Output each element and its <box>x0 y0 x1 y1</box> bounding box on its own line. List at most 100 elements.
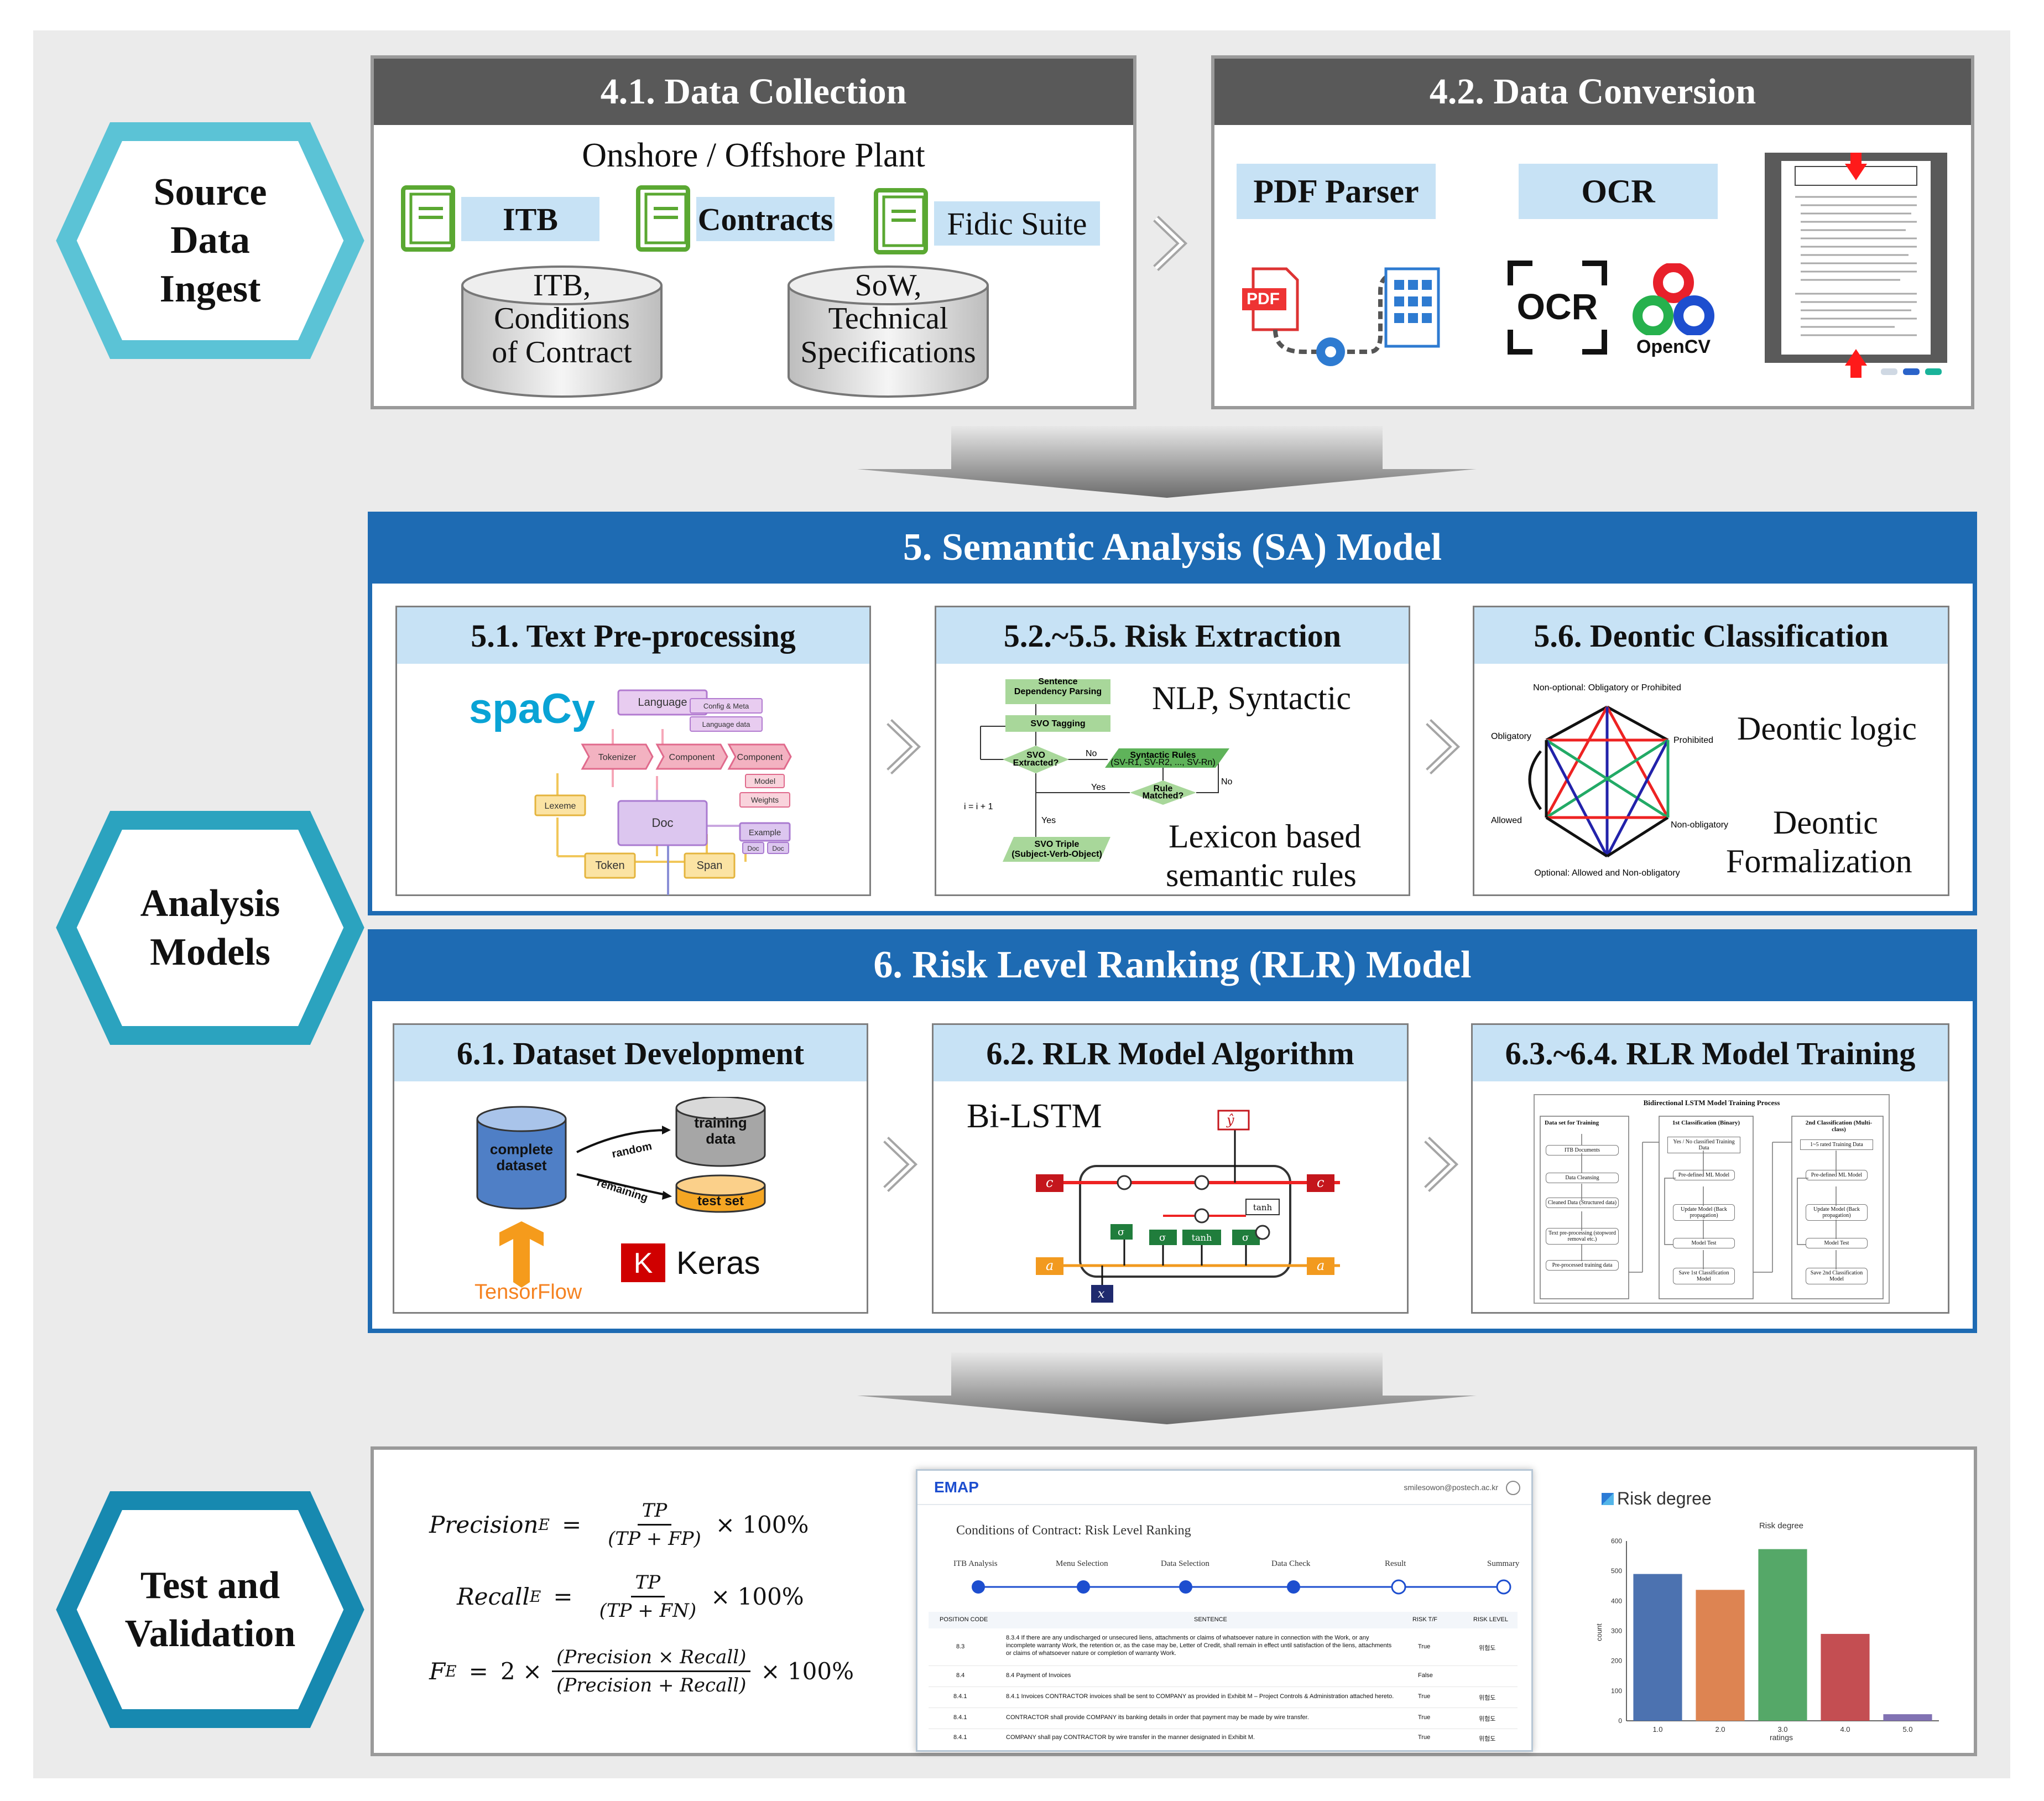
gate-sigma: σ <box>1242 1232 1249 1243</box>
input-x: x <box>1098 1287 1105 1301</box>
spacy-logo: spaCy <box>469 685 596 732</box>
row-sentence: COMPANY shall pay CONTRACTOR by wire tra… <box>1006 1734 1255 1741</box>
rlr-model-panel: 6. Risk Level Ranking (RLR) Model 6.1. D… <box>368 929 1977 1333</box>
node-span: Span <box>697 860 723 872</box>
x-tick-label: 4.0 <box>1840 1725 1850 1734</box>
column-head: 2nd Classification (Multi-class) <box>1805 1120 1873 1133</box>
formula-coefficient: 2 × <box>500 1658 543 1685</box>
table-row[interactable]: 8.4.1 CONTRACTOR shall provide COMPANY i… <box>929 1708 1518 1729</box>
emap-stepper <box>972 1579 1511 1595</box>
deontic-text-logic: Deontic logic <box>1737 710 1917 747</box>
gate-sigma: σ <box>1159 1232 1166 1243</box>
tensorflow-icon <box>499 1221 544 1288</box>
step-label[interactable]: Result <box>1385 1559 1406 1568</box>
formula-denominator: (TP + FN) <box>599 1600 697 1622</box>
y-tick-label: 300 <box>1611 1627 1622 1635</box>
risk-text-semantic: semantic rules <box>1166 857 1357 893</box>
formula-multiplier: × 100% <box>760 1658 854 1685</box>
flow-edge-label: No <box>1086 749 1097 758</box>
chart-bar <box>1633 1574 1682 1721</box>
deontic-node: Optional: Allowed and Non-obligatory <box>1534 868 1680 878</box>
database-cylinder: SoW, Technical Specifications <box>783 263 993 402</box>
risk-text-nlp: NLP, Syntactic <box>1152 680 1351 716</box>
x-tick-label: 1.0 <box>1652 1725 1662 1734</box>
formula-denominator: (TP + FP) <box>608 1528 701 1550</box>
output-y: ŷ <box>1226 1112 1234 1128</box>
emap-page-title: Conditions of Contract: Risk Level Ranki… <box>956 1523 1191 1538</box>
formula-lhs: Recall <box>457 1583 530 1610</box>
x-axis-label: ratings <box>1770 1733 1793 1742</box>
row-risk-level: 위험도 <box>1479 1736 1496 1742</box>
row-sentence: 8.4 Payment of Invoices <box>1006 1672 1071 1679</box>
activation-in: a <box>1046 1258 1054 1273</box>
row-code: 8.4.1 <box>953 1714 967 1721</box>
node-doc: Doc <box>651 816 673 830</box>
chart-bar <box>1696 1590 1745 1721</box>
row-code: 8.4.1 <box>953 1734 967 1741</box>
panel-title: 6. Risk Level Ranking (RLR) Model <box>873 944 1472 986</box>
scanned-document-thumbnail <box>1762 150 1950 382</box>
formula-subscript: E <box>529 1587 541 1606</box>
deontic-node: Obligatory <box>1491 732 1531 741</box>
pdf-parser-icon: PDF <box>1237 258 1447 368</box>
node-example: Example <box>749 828 781 837</box>
flow-node: (SV-R1, SV-R2, ..., SV-Rn) <box>1110 758 1215 767</box>
cylinder-label: ITB, Conditions of Contract <box>492 268 632 369</box>
stage-label: Test and Validation <box>124 1564 296 1656</box>
step-label[interactable]: Data Selection <box>1161 1559 1209 1568</box>
sa-model-panel: 5. Semantic Analysis (SA) Model 5.1. Tex… <box>368 512 1977 915</box>
training-step: ITB Documents <box>1546 1145 1619 1155</box>
flow-down-arrow <box>852 426 1482 506</box>
book-label-fidic: Fidic Suite <box>934 201 1100 246</box>
row-risk-level: 위험도 <box>1479 1716 1496 1722</box>
training-step: Model Test <box>1806 1238 1868 1248</box>
y-tick-label: 200 <box>1611 1657 1622 1665</box>
training-process-diagram: Bidirectional LSTM Model Training Proces… <box>1534 1094 1890 1304</box>
table-row[interactable]: 8.4 8.4 Payment of Invoices False <box>929 1665 1518 1687</box>
emap-header: EMAP smilesowon@postech.ac.kr <box>917 1471 1531 1505</box>
risk-text-lexicon: Lexicon based <box>1169 818 1362 855</box>
training-step: Yes / No classified Training Data <box>1667 1137 1740 1153</box>
step-label[interactable]: Menu Selection <box>1056 1559 1108 1568</box>
flow-edge-label: i = i + 1 <box>964 802 993 811</box>
row-risk-tf: True <box>1418 1643 1431 1650</box>
table-row[interactable]: 8.4.1 COMPANY shall pay CONTRACTOR by wi… <box>929 1729 1518 1747</box>
training-step: Update Model (Back propagation) <box>1806 1204 1868 1221</box>
row-risk-tf: False <box>1418 1672 1433 1679</box>
flow-node: Syntactic Rules <box>1130 751 1196 760</box>
training-step: Cleaned Data (Structured data) <box>1546 1198 1619 1208</box>
stage-analysis-models: Analysis Models <box>55 810 365 1045</box>
step-label[interactable]: Summary <box>1487 1559 1520 1568</box>
ocr-label: OCR <box>1519 164 1718 219</box>
column-head: 1st Classification (Binary) <box>1672 1120 1740 1126</box>
training-step: 1~5 rated Training Data <box>1800 1139 1873 1150</box>
row-code: 8.4.1 <box>953 1693 967 1700</box>
deontic-text-formalization: Formalization <box>1726 843 1912 879</box>
deontic-classification-box: 5.6. Deontic Classification Deontic logi… <box>1473 606 1949 896</box>
box-title: 5.1. Text Pre-processing <box>397 607 869 664</box>
stage-source-data-ingest: Source Data Ingest <box>55 122 365 360</box>
keras-icon <box>621 1243 665 1282</box>
table-row[interactable]: 8.4.1 8.4.1 Invoices CONTRACTOR invoices… <box>929 1687 1518 1708</box>
node-component: Component <box>737 753 783 762</box>
node-weights: Weights <box>751 795 779 804</box>
keras-k: K <box>634 1247 653 1279</box>
formula-subscript: E <box>538 1516 550 1534</box>
deontic-node: Prohibited <box>1673 736 1713 745</box>
flow-edge-label: No <box>1221 777 1233 787</box>
step-label[interactable]: ITB Analysis <box>953 1559 998 1568</box>
column-head: Data set for Training <box>1545 1120 1599 1126</box>
logout-icon[interactable] <box>1506 1481 1520 1495</box>
test-set-label: test set <box>697 1194 744 1209</box>
flow-down-arrow <box>852 1352 1482 1433</box>
step-label[interactable]: Data Check <box>1271 1559 1311 1568</box>
table-row[interactable]: 8.3 8.3.4 If there are any undischarged … <box>929 1631 1518 1666</box>
stage-label: Source Data Ingest <box>153 170 267 310</box>
chevron-right-icon <box>878 1134 922 1198</box>
row-risk-level: 위험도 <box>1479 1645 1496 1652</box>
chart-legend-label: Risk degree <box>1617 1488 1712 1508</box>
row-risk-tf: True <box>1418 1693 1431 1700</box>
